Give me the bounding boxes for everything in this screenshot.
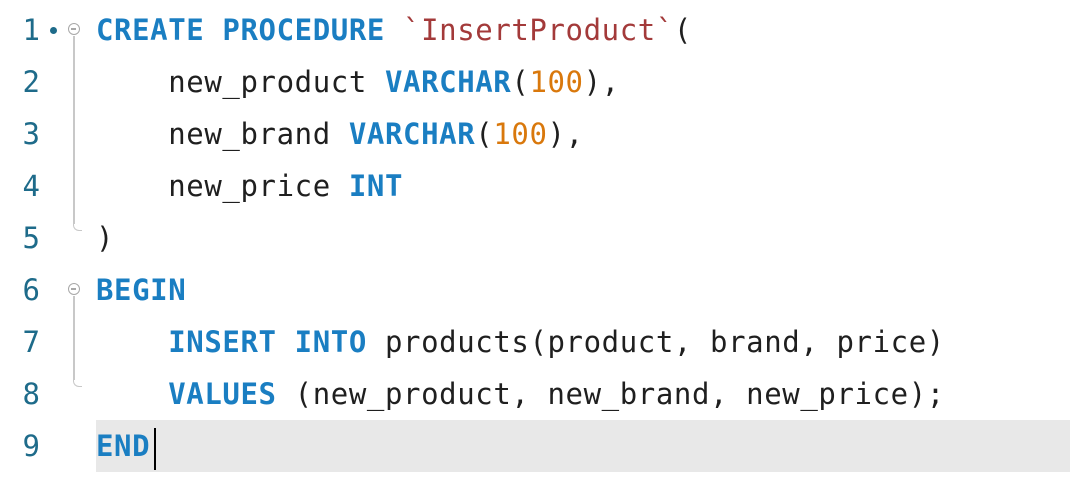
text-token <box>96 377 168 411</box>
keyword-token: CREATE PROCEDURE <box>96 13 404 47</box>
fold-end-marker <box>73 224 82 231</box>
keyword-token: BEGIN <box>96 273 187 307</box>
code-text[interactable]: END <box>96 420 150 472</box>
line-number: 2 <box>22 65 40 99</box>
code-text[interactable]: new_price INT <box>96 160 403 212</box>
number-token: 100 <box>529 65 584 99</box>
code-line[interactable]: 4 new_price INT <box>0 160 1070 212</box>
code-line[interactable]: 3 new_brand VARCHAR(100), <box>0 108 1070 160</box>
keyword-token: VARCHAR <box>348 117 476 151</box>
number-token: 100 <box>493 117 548 151</box>
text-token: products(product, brand, price) <box>366 325 945 359</box>
line-number: 5 <box>22 221 40 255</box>
text-token <box>96 325 168 359</box>
line-number: 1 <box>22 13 40 47</box>
text-token: ( <box>475 117 494 151</box>
current-line-highlight <box>96 420 1070 472</box>
keyword-token: INSERT INTO <box>168 325 367 359</box>
keyword-token: END <box>96 429 151 463</box>
fold-guide-line <box>73 36 75 224</box>
identifier-token: `InsertProduct` <box>403 13 674 47</box>
code-line[interactable]: 2 new_product VARCHAR(100), <box>0 56 1070 108</box>
fold-end-marker <box>73 380 82 387</box>
code-text[interactable]: ) <box>96 212 114 264</box>
code-line[interactable]: 1 CREATE PROCEDURE `InsertProduct`( <box>0 4 1070 56</box>
line-number: 6 <box>22 273 40 307</box>
line-number: 7 <box>22 325 40 359</box>
text-token: new_brand <box>96 117 349 151</box>
code-line[interactable]: 6 BEGIN <box>0 264 1070 316</box>
line-number: 9 <box>22 429 40 463</box>
code-text[interactable]: INSERT INTO products(product, brand, pri… <box>96 316 945 368</box>
code-line[interactable]: 9 END <box>0 420 1070 472</box>
text-cursor <box>154 428 156 470</box>
code-line[interactable]: 5) <box>0 212 1070 264</box>
code-text[interactable]: new_brand VARCHAR(100), <box>96 108 584 160</box>
text-token: ) <box>96 221 115 255</box>
code-text[interactable]: CREATE PROCEDURE `InsertProduct`( <box>96 4 692 56</box>
fold-collapse-icon[interactable] <box>68 23 80 35</box>
code-line[interactable]: 7 INSERT INTO products(product, brand, p… <box>0 316 1070 368</box>
code-text[interactable]: BEGIN <box>96 264 186 316</box>
code-text[interactable]: new_product VARCHAR(100), <box>96 56 620 108</box>
line-number-gutter <box>0 0 96 478</box>
breakpoint-dot-icon[interactable] <box>50 27 57 34</box>
text-token: new_price <box>96 169 349 203</box>
code-line[interactable]: 8 VALUES (new_product, new_brand, new_pr… <box>0 368 1070 420</box>
keyword-token: INT <box>348 169 404 203</box>
line-number: 3 <box>22 117 40 151</box>
fold-guide-line <box>73 296 75 380</box>
text-token: ), <box>547 117 584 151</box>
fold-collapse-icon[interactable] <box>68 283 80 295</box>
line-number: 4 <box>22 169 40 203</box>
text-token: ), <box>583 65 620 99</box>
text-token: ( <box>673 13 692 47</box>
code-text[interactable]: VALUES (new_product, new_brand, new_pric… <box>96 368 945 420</box>
line-number: 8 <box>22 377 40 411</box>
keyword-token: VALUES <box>168 377 277 411</box>
text-token: ( <box>511 65 530 99</box>
text-token: new_product <box>96 65 385 99</box>
keyword-token: VARCHAR <box>384 65 512 99</box>
text-token: (new_product, new_brand, new_price); <box>276 377 945 411</box>
